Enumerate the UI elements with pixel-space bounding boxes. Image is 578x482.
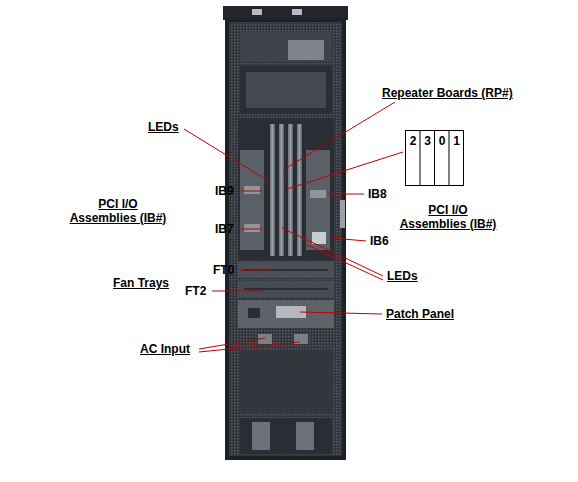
rack-mesh-door [229,22,342,456]
assembly-id: IB6 [370,234,389,248]
callout-label: LEDs [387,269,418,283]
rack-body [225,18,346,460]
assembly-id: IB8 [368,187,387,201]
callout-title: Repeater Boards (RP#) [382,86,513,100]
assembly-id: IB7 [215,222,234,236]
group-label: Fan Trays [113,276,169,290]
leader-lines [184,102,403,352]
slot-number: 1 [450,134,464,148]
assembly-id: IB9 [215,184,234,198]
rack-top [223,6,348,20]
fan-tray-id: FT2 [185,284,206,298]
slot-number: 2 [406,134,420,148]
slot-number: 0 [435,134,449,148]
callout-label: Patch Panel [386,307,454,321]
fan-tray-id: FT0 [213,263,234,277]
group-label: PCI I/O Assemblies (IB#) [396,203,500,231]
slot-table [406,130,464,186]
group-label: PCI I/O Assemblies (IB#) [66,197,170,225]
callout-label: LEDs [148,120,179,134]
slot-number: 3 [421,134,435,148]
callout-label: AC Input [140,342,190,356]
